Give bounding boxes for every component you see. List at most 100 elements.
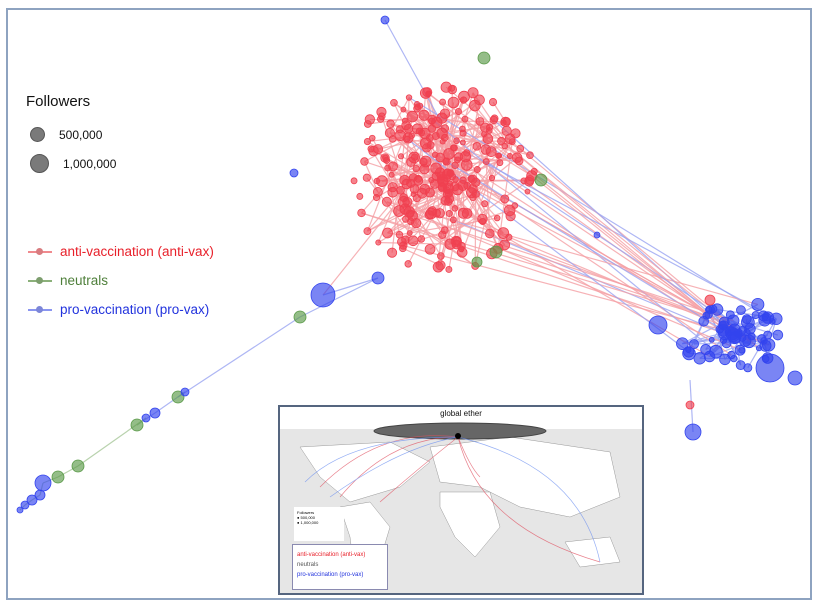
- anti-vax-node: [530, 167, 538, 175]
- anti-vax-node: [419, 163, 430, 175]
- edge: [363, 161, 379, 193]
- pro-vax-node: [371, 271, 385, 285]
- anti-vax-node: [356, 192, 364, 200]
- anti-vax-node: [413, 175, 424, 186]
- anti-vax-node: [425, 134, 434, 142]
- pro-vax-node: [26, 494, 38, 506]
- edge: [431, 118, 717, 353]
- anti-vax-node: [404, 260, 412, 268]
- anti-vax-node: [452, 236, 462, 246]
- pro-vax-node: [648, 315, 668, 335]
- anti-vax-node: [443, 186, 451, 194]
- pro-vax-node: [20, 500, 30, 510]
- edge: [386, 201, 758, 306]
- size-label: 500,000: [59, 127, 103, 142]
- pro-vax-node: [593, 231, 601, 239]
- inset-size-label: 500,000: [300, 515, 315, 520]
- neutral-node: [130, 418, 144, 432]
- anti-vax-node: [520, 177, 528, 185]
- anti-vax-node: [497, 136, 506, 146]
- edge: [446, 161, 724, 331]
- anti-vax-node: [387, 247, 398, 258]
- edge: [384, 19, 441, 121]
- anti-vax-node: [383, 156, 391, 164]
- legend-label: neutrals: [60, 273, 109, 288]
- inset-title: global ether: [440, 409, 482, 418]
- neutral-marker-icon: [28, 279, 52, 282]
- size-legend-1m: 1,000,000: [30, 154, 116, 173]
- pro-vax-node: [755, 353, 785, 383]
- pro-vax-node: [684, 423, 702, 441]
- pro-vax-node: [760, 337, 768, 345]
- pro-vax-node: [380, 15, 390, 25]
- inset-legend-anti-vax: anti-vaccination (anti-vax): [297, 552, 366, 558]
- anti-vax-node: [451, 205, 459, 212]
- anti-vax-node: [400, 106, 407, 113]
- anti-vax-node: [526, 151, 534, 160]
- anti-vax-node: [473, 166, 481, 174]
- anti-vax-node: [362, 173, 371, 182]
- anti-vax-node: [395, 230, 404, 239]
- pro-vax-node: [34, 489, 46, 501]
- anti-vax-node: [443, 168, 452, 176]
- anti-vax-node: [475, 117, 485, 126]
- followers-legend-title: Followers: [26, 93, 91, 110]
- edge: [474, 155, 500, 267]
- neutral-node: [71, 459, 85, 473]
- anti-vax-node: [440, 195, 451, 206]
- anti-vax-node: [469, 193, 477, 202]
- edge: [426, 91, 736, 339]
- anti-vax-node: [493, 214, 501, 222]
- anti-vax-node: [350, 177, 358, 185]
- anti-vax-node: [516, 144, 525, 153]
- anti-vax-node: [424, 243, 436, 255]
- anti-vax-node: [468, 184, 478, 194]
- anti-vax-node: [463, 149, 471, 157]
- edge: [431, 212, 707, 317]
- legend-label: pro-vaccination (pro-vax): [60, 302, 210, 317]
- neutral-node: [534, 173, 548, 187]
- anti-vax-node: [357, 208, 366, 218]
- anti-vax-node: [369, 134, 376, 142]
- anti-vax-node: [443, 148, 455, 160]
- anti-vax-node: [481, 200, 489, 208]
- anti-vax-node: [459, 96, 468, 104]
- legend-anti-vax: anti-vaccination (anti-vax): [28, 244, 214, 259]
- pro-vax-node: [763, 330, 773, 340]
- anti-vax-node: [432, 261, 444, 273]
- anti-vax-node: [434, 208, 445, 219]
- size-dot-icon: [30, 154, 49, 173]
- anti-vax-node: [406, 110, 419, 123]
- anti-vax-node: [429, 179, 440, 189]
- anti-vax-node: [704, 294, 716, 306]
- size-label: 1,000,000: [63, 156, 117, 171]
- pro-vax-node: [693, 352, 706, 365]
- anti-vax-node: [524, 188, 531, 195]
- anti-vax-node: [461, 208, 473, 219]
- anti-vax-node: [454, 107, 463, 115]
- anti-vax-node: [437, 252, 445, 260]
- anti-vax-node: [500, 119, 507, 126]
- anti-vax-node: [399, 203, 411, 215]
- pro-vax-node: [741, 314, 752, 325]
- anti-vax-node: [389, 135, 397, 143]
- neutral-node: [171, 390, 185, 404]
- neutral-node: [489, 245, 503, 259]
- anti-vax-node: [360, 157, 369, 166]
- anti-vax-node: [467, 174, 476, 183]
- anti-vax-node: [413, 101, 421, 108]
- size-dot-icon: [30, 127, 45, 142]
- inset-size-label: 1,000,000: [300, 520, 319, 525]
- neutral-node: [471, 256, 483, 268]
- anti-vax-node: [453, 137, 460, 145]
- edge: [408, 97, 769, 319]
- anti-vax-node: [439, 108, 451, 119]
- anti-vax-node: [377, 115, 385, 123]
- anti-vax-node: [496, 152, 503, 159]
- anti-vax-node: [388, 171, 395, 178]
- anti-vax-node: [407, 210, 418, 222]
- anti-vax-node: [406, 156, 417, 167]
- edge: [464, 118, 731, 332]
- anti-vax-node: [485, 127, 493, 134]
- pro-vax-node: [676, 337, 689, 350]
